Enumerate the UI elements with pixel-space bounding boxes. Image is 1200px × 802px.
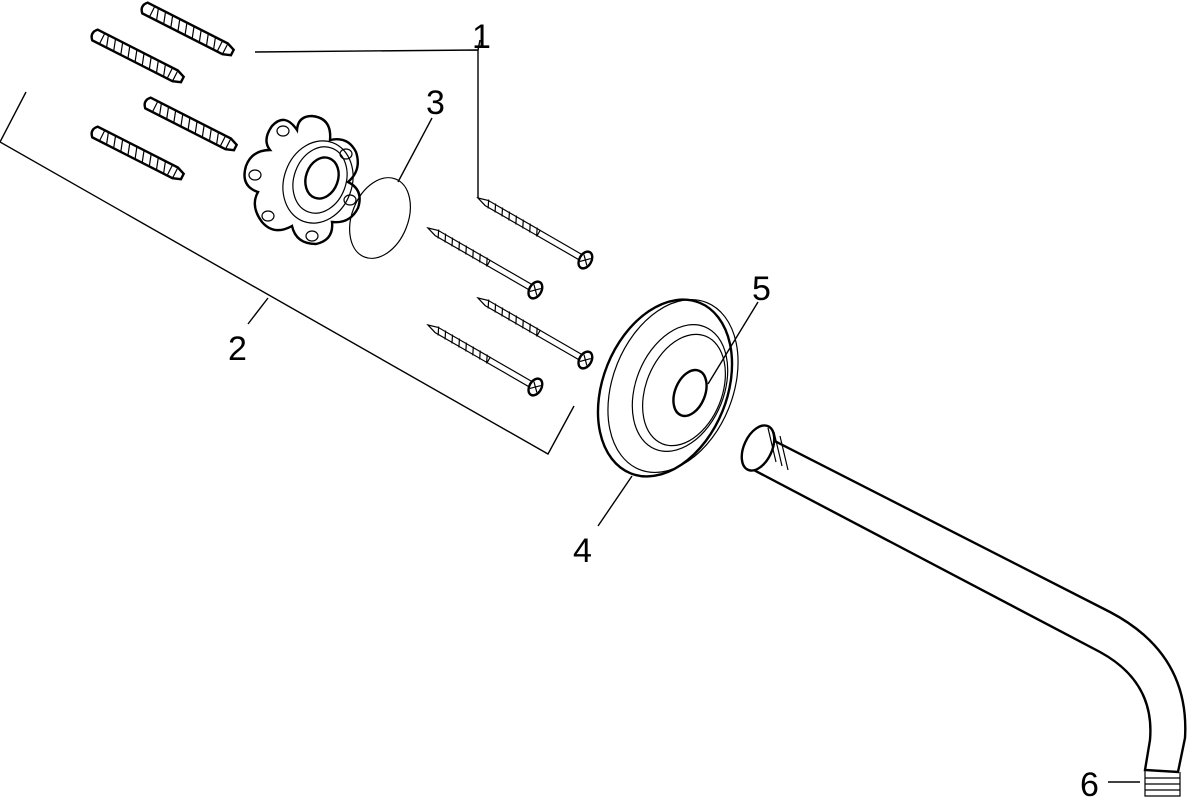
callout-3: 3	[426, 84, 445, 122]
callout-labels: 1 2 3 4 5 6	[228, 18, 1099, 802]
leader-lines	[0, 39, 1140, 783]
shower-arm	[740, 424, 1187, 797]
mounting-flange	[243, 114, 361, 246]
callout-6: 6	[1080, 766, 1099, 802]
seal-ring	[349, 177, 411, 259]
callout-2: 2	[228, 330, 247, 368]
callout-4: 4	[573, 532, 592, 570]
wood-screws	[422, 189, 597, 399]
callout-5: 5	[752, 270, 771, 308]
wall-anchors	[88, 0, 240, 184]
callout-1: 1	[472, 18, 491, 56]
wall-rosette	[596, 298, 739, 478]
